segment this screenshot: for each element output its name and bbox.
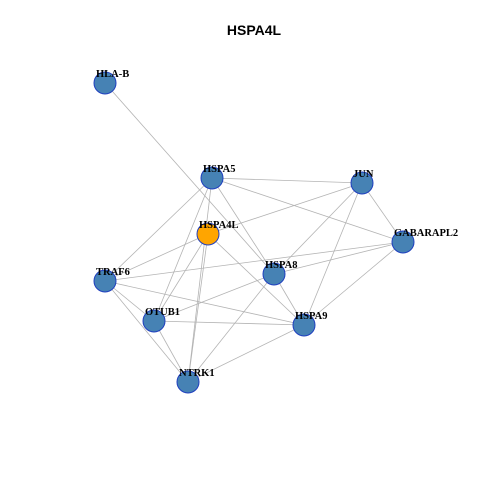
edge-traf6-ntrk1 bbox=[104, 280, 189, 383]
node-label-hspa8: HSPA8 bbox=[265, 260, 297, 271]
node-label-hla-b: HLA-B bbox=[96, 69, 129, 80]
node-circle-otub1 bbox=[142, 309, 166, 333]
node-circle-gabarapl2 bbox=[391, 230, 415, 254]
edge-ntrk1-hspa9 bbox=[187, 324, 305, 383]
edge-otub1-ntrk1 bbox=[153, 320, 189, 383]
edge-hspa5-traf6 bbox=[104, 177, 213, 282]
edge-hspa5-ntrk1 bbox=[187, 177, 213, 383]
edge-hspa4l-hspa9 bbox=[207, 233, 305, 326]
node-otub1: OTUB1 bbox=[142, 307, 180, 333]
node-traf6: TRAF6 bbox=[93, 267, 130, 293]
edge-hspa4l-otub1 bbox=[153, 233, 209, 322]
edge-otub1-hspa9 bbox=[153, 320, 305, 326]
edge-hla-b-hspa8 bbox=[104, 82, 275, 275]
node-jun: JUN bbox=[350, 169, 374, 195]
edge-hspa5-jun bbox=[211, 177, 363, 184]
node-label-traf6: TRAF6 bbox=[96, 267, 130, 278]
node-circle-jun bbox=[350, 171, 374, 195]
node-circle-traf6 bbox=[93, 269, 117, 293]
graph-title: HSPA4L bbox=[227, 22, 282, 38]
node-hspa4l: HSPA4L bbox=[196, 220, 238, 246]
edge-hspa4l-traf6 bbox=[104, 233, 209, 282]
edge-hspa8-ntrk1 bbox=[187, 273, 275, 383]
node-circle-hspa9 bbox=[292, 313, 316, 337]
edge-hspa8-otub1 bbox=[153, 273, 275, 322]
edge-traf6-hspa9 bbox=[104, 280, 305, 326]
edge-hspa4l-ntrk1 bbox=[187, 233, 209, 383]
node-label-hspa5: HSPA5 bbox=[203, 164, 235, 175]
edge-gabarapl2-traf6 bbox=[104, 241, 404, 282]
node-label-jun: JUN bbox=[353, 169, 374, 180]
edges-layer bbox=[104, 82, 404, 383]
edge-gabarapl2-hspa9 bbox=[303, 241, 404, 326]
node-gabarapl2: GABARAPL2 bbox=[391, 228, 458, 254]
edge-hspa5-hspa8 bbox=[211, 177, 275, 275]
nodes-layer: HLA-B HSPA5 JUN HSPA4L GABARAPL2HSPA8TRAF6OT… bbox=[93, 69, 458, 394]
node-circle-hspa8 bbox=[262, 262, 286, 286]
node-circle-hspa4l bbox=[196, 222, 220, 246]
node-label-hspa9: HSPA9 bbox=[295, 311, 327, 322]
edge-jun-gabarapl2 bbox=[361, 182, 404, 243]
edge-jun-hspa4l bbox=[207, 182, 363, 235]
node-circle-hla-b bbox=[93, 71, 117, 95]
edge-jun-hspa9 bbox=[303, 182, 363, 326]
node-circle-ntrk1 bbox=[176, 370, 200, 394]
edge-hspa5-otub1 bbox=[153, 177, 213, 322]
node-hla-b: HLA-B bbox=[93, 69, 129, 95]
node-hspa8: HSPA8 bbox=[262, 260, 297, 286]
edge-hspa5-gabarapl2 bbox=[211, 177, 404, 243]
edge-jun-hspa8 bbox=[273, 182, 363, 275]
node-label-gabarapl2: GABARAPL2 bbox=[394, 228, 458, 239]
node-label-ntrk1: NTRK1 bbox=[179, 368, 215, 379]
node-circle-hspa5 bbox=[200, 166, 224, 190]
edge-gabarapl2-hspa8 bbox=[273, 241, 404, 275]
node-hspa9: HSPA9 bbox=[292, 311, 327, 337]
node-hspa5: HSPA5 bbox=[200, 164, 235, 190]
node-label-otub1: OTUB1 bbox=[145, 307, 180, 318]
node-label-hspa4l: HSPA4L bbox=[199, 220, 238, 231]
node-ntrk1: NTRK1 bbox=[176, 368, 215, 394]
